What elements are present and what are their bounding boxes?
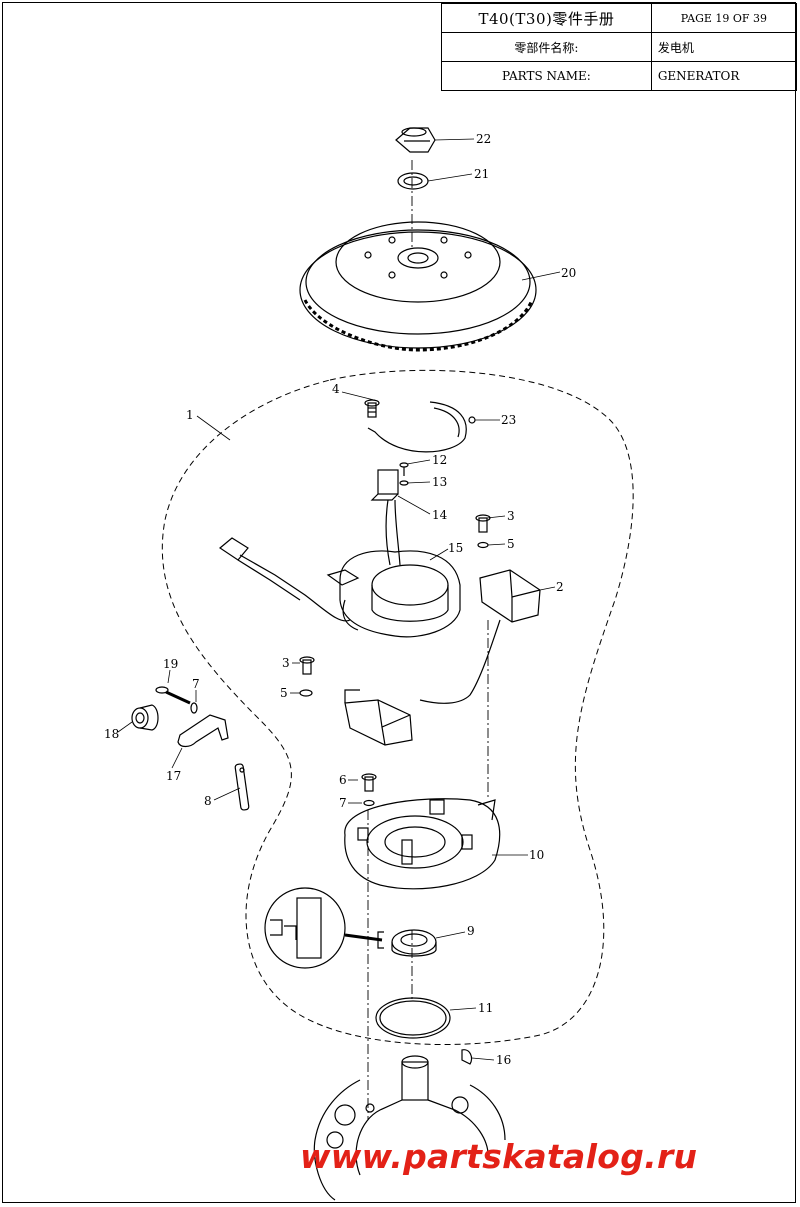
connector-plug — [218, 537, 351, 622]
callout-7-left: 7 — [192, 677, 200, 691]
page-number: PAGE 19 OF 39 — [650, 3, 798, 33]
link-rod-part-8 — [234, 763, 250, 811]
grommet-part-18 — [131, 704, 159, 731]
callout-9: 9 — [467, 924, 475, 938]
callout-18: 18 — [104, 727, 119, 741]
screw-part-6 — [361, 773, 377, 792]
stator-coil-part-15 — [326, 550, 461, 638]
watermark: www.partskatalog.ru — [300, 1137, 698, 1176]
callout-labels: 22 21 20 4 23 1 12 13 14 15 3 5 2 3 5 19… — [104, 132, 576, 1067]
crankcase-shaft — [313, 1055, 506, 1201]
callout-3-lower: 3 — [282, 656, 290, 670]
nut-part-22 — [395, 127, 436, 153]
callout-8: 8 — [204, 794, 212, 808]
pulser-coil — [344, 689, 413, 746]
screw-part-3-lower — [299, 656, 315, 675]
callout-17: 17 — [166, 769, 181, 783]
callout-11: 11 — [478, 1001, 493, 1015]
washer-part-7-left — [190, 702, 198, 714]
callout-12: 12 — [432, 453, 447, 467]
oil-seal-part-9 — [391, 929, 437, 957]
bracket-part-17 — [177, 714, 229, 748]
callout-6: 6 — [339, 773, 347, 787]
ignition-coil-part-2 — [419, 569, 541, 704]
callout-21: 21 — [474, 167, 489, 181]
callout-15: 15 — [448, 541, 463, 555]
kit-boundary-outline — [161, 369, 634, 1045]
callout-22: 22 — [476, 132, 491, 146]
flywheel-part-20 — [299, 221, 537, 352]
callout-5-upper: 5 — [507, 537, 515, 551]
callout-4: 4 — [332, 382, 340, 396]
base-plate-part-10 — [344, 798, 501, 890]
woodruff-key-part-16 — [461, 1049, 473, 1065]
callout-2: 2 — [556, 580, 564, 594]
washer-part-13 — [399, 480, 409, 486]
callout-10: 10 — [529, 848, 544, 862]
wire-clip-part-23 — [367, 401, 476, 453]
screw-part-12 — [399, 462, 409, 476]
callout-14: 14 — [432, 508, 448, 522]
screw-part-19 — [155, 686, 191, 705]
washer-part-21 — [397, 172, 429, 190]
screw-part-4 — [364, 399, 380, 418]
washer-part-7-center — [363, 799, 375, 807]
callout-19: 19 — [163, 657, 178, 671]
part-name-value-en: GENERATOR — [650, 61, 798, 91]
title-block: T40(T30)零件手册 PAGE 19 OF 39 零部件名称: 发电机 PA… — [441, 3, 798, 91]
o-ring-part-11 — [375, 997, 451, 1039]
center-axis-lines — [367, 160, 489, 1120]
callout-7-center: 7 — [339, 796, 347, 810]
leader-lines — [117, 138, 561, 1061]
callout-13: 13 — [432, 475, 447, 489]
part-name-label-en: PARTS NAME: — [441, 61, 652, 91]
detail-inset — [264, 887, 384, 969]
callout-5-lower: 5 — [280, 686, 288, 700]
callout-16: 16 — [496, 1053, 511, 1067]
callout-3-upper: 3 — [507, 509, 515, 523]
washer-part-5-lower — [299, 689, 313, 697]
bracket-part-14 — [370, 469, 401, 566]
callout-1: 1 — [186, 408, 194, 422]
callout-20: 20 — [561, 266, 576, 280]
washer-part-5-upper — [477, 541, 489, 549]
callout-23: 23 — [501, 413, 516, 427]
